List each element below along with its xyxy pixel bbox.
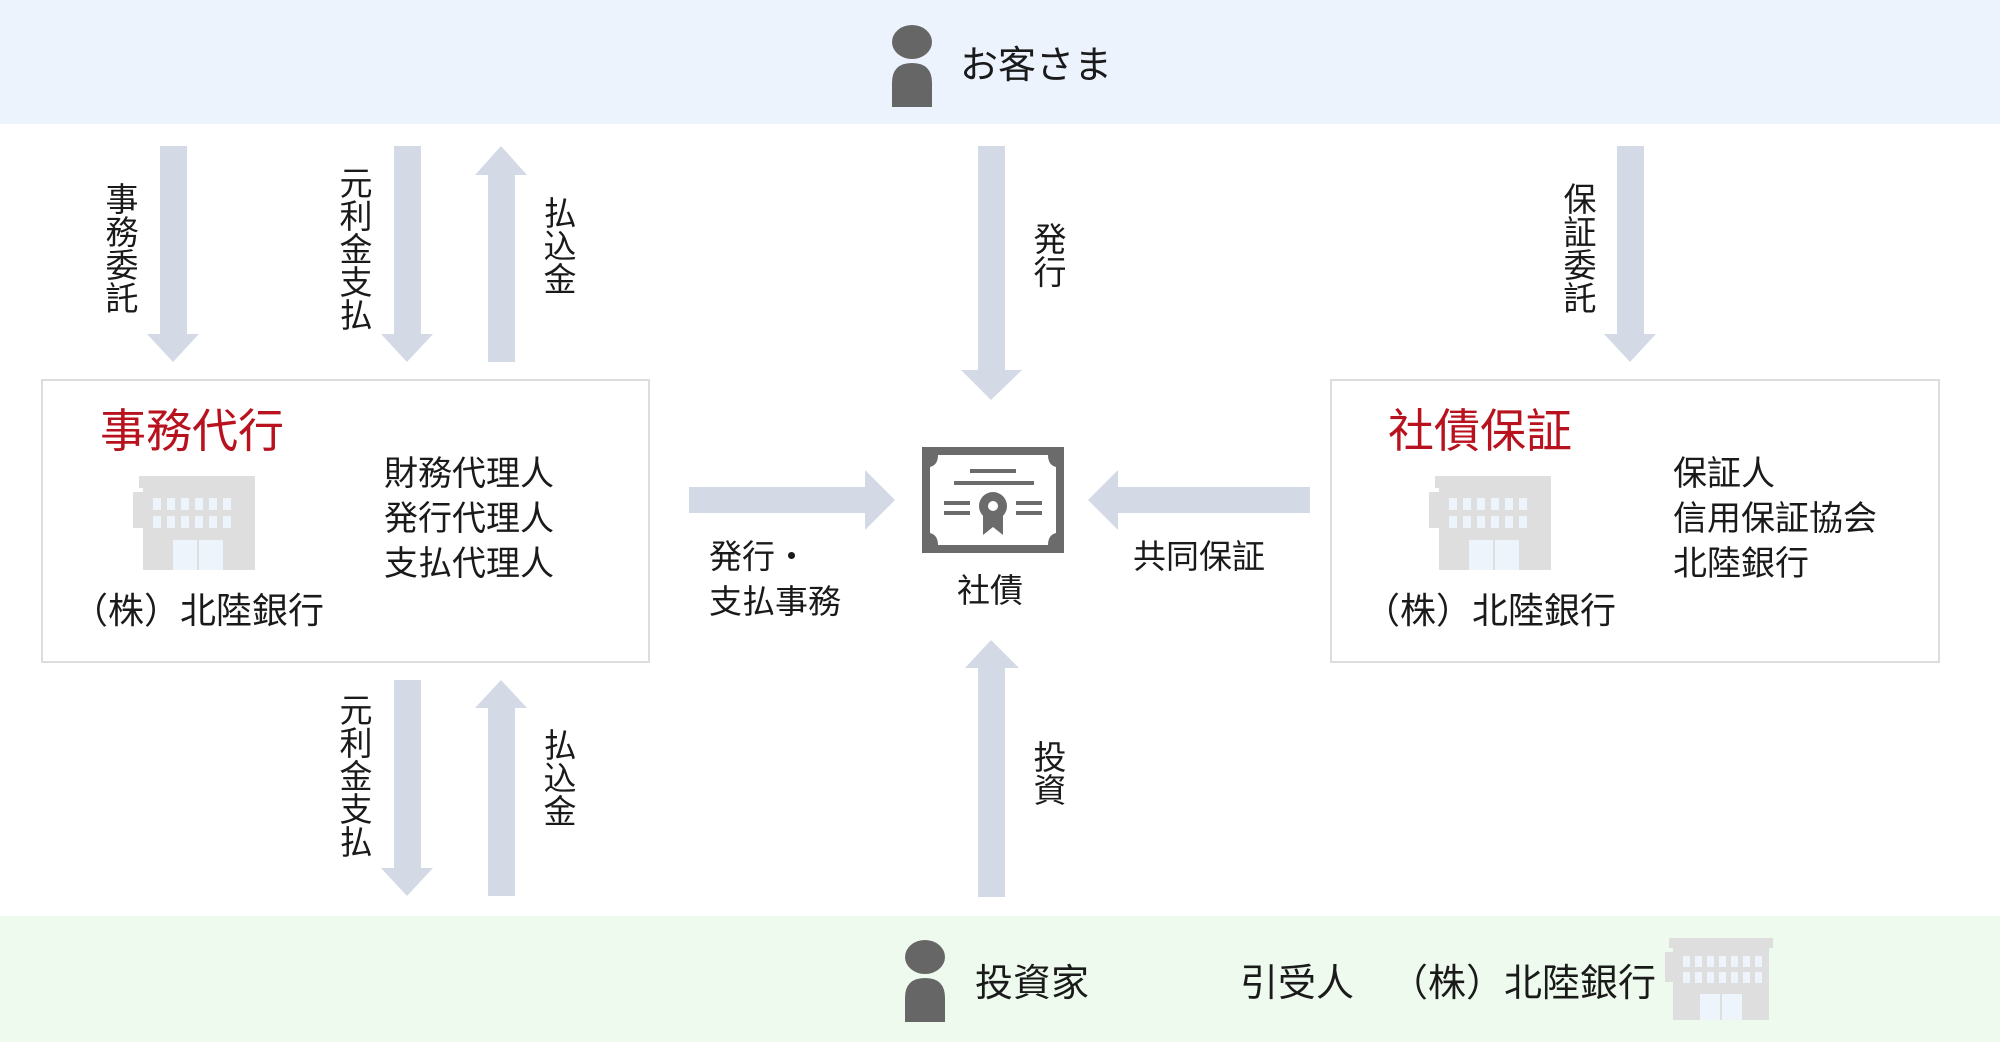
- arrow-payment-in-bottom: [475, 680, 527, 896]
- person-icon: [890, 25, 934, 107]
- bond-label: 社債: [957, 571, 1023, 610]
- admin-agent-roles: 財務代理人 発行代理人 支払代理人: [384, 452, 554, 587]
- customer-band: [0, 0, 2000, 124]
- joint-guarantee-label: 共同保証: [1133, 537, 1265, 576]
- payment-in-bottom-label: 払込金: [538, 728, 577, 827]
- underwriter-name-label: （株）北陸銀行: [1390, 961, 1657, 1005]
- issue-label: 発行: [1028, 222, 1067, 288]
- underwriter-role-label: 引受人: [1240, 961, 1355, 1005]
- arrow-payment-in-top: [475, 146, 527, 362]
- arrow-issue-payment-admin: [689, 470, 895, 530]
- investor-label: 投資家: [975, 961, 1090, 1005]
- issue-payment-admin-label-1: 発行・: [709, 537, 808, 576]
- principal-interest-top-label: 元利金支払: [334, 166, 373, 331]
- consign-admin-label: 事務委託: [100, 182, 139, 314]
- role-item: 信用保証協会: [1673, 499, 1877, 539]
- role-item: 支払代理人: [384, 544, 554, 584]
- arrow-issue: [961, 146, 1022, 400]
- role-item: 発行代理人: [384, 499, 554, 539]
- role-item: 保証人: [1673, 454, 1775, 494]
- arrow-consign-admin: [147, 146, 199, 362]
- guarantee-consign-label: 保証委託: [1558, 182, 1597, 314]
- arrow-guarantee-consign: [1604, 146, 1656, 362]
- admin-agent-name: （株）北陸銀行: [72, 591, 325, 632]
- customer-label: お客さま: [960, 43, 1113, 87]
- investment-label: 投資: [1028, 740, 1067, 806]
- arrow-principal-interest-bottom: [381, 680, 433, 896]
- bond-guarantee-roles: 保証人 信用保証協会 北陸銀行: [1673, 452, 1877, 587]
- certificate-icon: [922, 447, 1064, 553]
- investor-person-icon: [903, 940, 947, 1022]
- role-item: 北陸銀行: [1673, 544, 1809, 584]
- arrow-joint-guarantee: [1088, 470, 1310, 530]
- arrow-principal-interest-top: [381, 146, 433, 362]
- building-icon: [133, 476, 259, 570]
- bond-guarantee-title: 社債保証: [1388, 404, 1572, 458]
- issue-payment-admin-label-2: 支払事務: [709, 582, 841, 621]
- arrow-investment: [965, 640, 1019, 897]
- payment-in-top-label: 払込金: [538, 196, 577, 295]
- underwriter-building-icon: [1665, 938, 1775, 1020]
- principal-interest-bottom-label: 元利金支払: [334, 693, 373, 858]
- bond-guarantee-name: （株）北陸銀行: [1364, 591, 1617, 632]
- admin-agent-title: 事務代行: [100, 404, 284, 458]
- role-item: 財務代理人: [384, 454, 554, 494]
- building-icon: [1429, 476, 1555, 570]
